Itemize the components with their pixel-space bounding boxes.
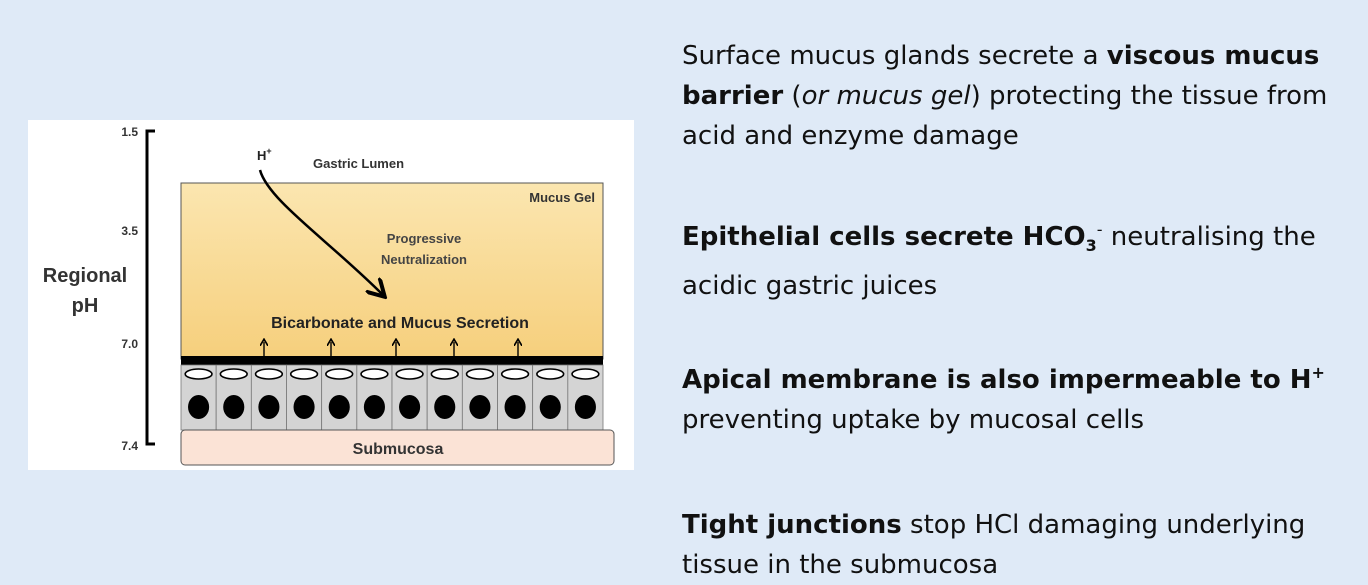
mucus-granule bbox=[395, 368, 424, 380]
mucus-granule bbox=[289, 368, 319, 380]
epithelial-cell bbox=[286, 364, 323, 431]
ph-tick: 7.4 bbox=[121, 439, 138, 453]
axis-label: Regional bbox=[43, 265, 127, 287]
epithelial-cell bbox=[180, 364, 217, 431]
epithelial-cell bbox=[215, 364, 252, 431]
epithelial-cell bbox=[391, 364, 428, 431]
epithelial-cell bbox=[426, 364, 463, 431]
h-plus-diffusion-arrow bbox=[258, 169, 383, 295]
cell-nucleus bbox=[539, 395, 561, 419]
mucus-granule bbox=[219, 368, 248, 380]
epithelial-cell bbox=[356, 364, 393, 431]
cell-nucleus bbox=[258, 395, 280, 419]
axis-label: pH bbox=[72, 295, 99, 317]
gastric-mucosa-diagram: 1.5 3.5 7.0 7.4 Regional pH H+ Gastric L… bbox=[28, 120, 634, 470]
cell-nucleus bbox=[293, 395, 315, 419]
mucus-granule bbox=[430, 368, 459, 380]
ph-tick: 7.0 bbox=[121, 337, 138, 351]
point-bicarbonate: Epithelial cells secrete HCO3- neutralis… bbox=[682, 220, 1316, 302]
cell-nucleus bbox=[363, 395, 385, 419]
mucus-granule bbox=[465, 368, 495, 380]
mucus-granule bbox=[500, 368, 530, 380]
apical-membrane bbox=[181, 356, 603, 365]
mucus-granule bbox=[571, 368, 600, 380]
point-mucus-barrier: Surface mucus glands secrete a viscous m… bbox=[682, 41, 1328, 151]
cell-nucleus bbox=[399, 395, 421, 419]
ph-scale-bracket bbox=[145, 129, 155, 446]
neutralization-label: Neutralization bbox=[381, 252, 467, 267]
point-tight-junctions: Tight junctions stop HCl damaging underl… bbox=[682, 510, 1306, 580]
mucus-gel-layer bbox=[180, 182, 604, 360]
ph-tick: 3.5 bbox=[121, 224, 138, 238]
progressive-label: Progressive bbox=[387, 231, 461, 246]
cell-nucleus bbox=[223, 395, 245, 419]
gastric-lumen-label: Gastric Lumen bbox=[313, 156, 404, 171]
ph-tick: 1.5 bbox=[121, 125, 138, 139]
epithelial-cell bbox=[567, 364, 604, 431]
mucus-gel-label: Mucus Gel bbox=[529, 190, 595, 205]
cell-nucleus bbox=[469, 395, 491, 419]
cell-nucleus bbox=[434, 395, 456, 419]
cell-nucleus bbox=[328, 395, 350, 419]
cell-nucleus bbox=[504, 395, 526, 419]
h-plus-label: H+ bbox=[257, 146, 272, 163]
cell-nucleus bbox=[188, 395, 210, 419]
epithelial-cell bbox=[497, 364, 534, 431]
mucus-granule bbox=[325, 368, 354, 380]
cell-nucleus bbox=[574, 395, 596, 419]
submucosa-label: Submucosa bbox=[353, 441, 444, 458]
secretion-label: Bicarbonate and Mucus Secretion bbox=[271, 315, 529, 332]
epithelial-cell bbox=[532, 364, 569, 431]
mucus-granule bbox=[254, 368, 284, 380]
epithelial-cell bbox=[461, 364, 498, 431]
mucus-granule bbox=[184, 368, 213, 380]
submucosa-layer bbox=[180, 429, 615, 466]
mucus-granule bbox=[360, 368, 389, 380]
point-apical-membrane: Apical membrane is also impermeable to H… bbox=[682, 363, 1325, 436]
epithelial-cell bbox=[321, 364, 358, 431]
epithelial-cell bbox=[250, 364, 287, 431]
mucus-granule bbox=[536, 368, 565, 380]
